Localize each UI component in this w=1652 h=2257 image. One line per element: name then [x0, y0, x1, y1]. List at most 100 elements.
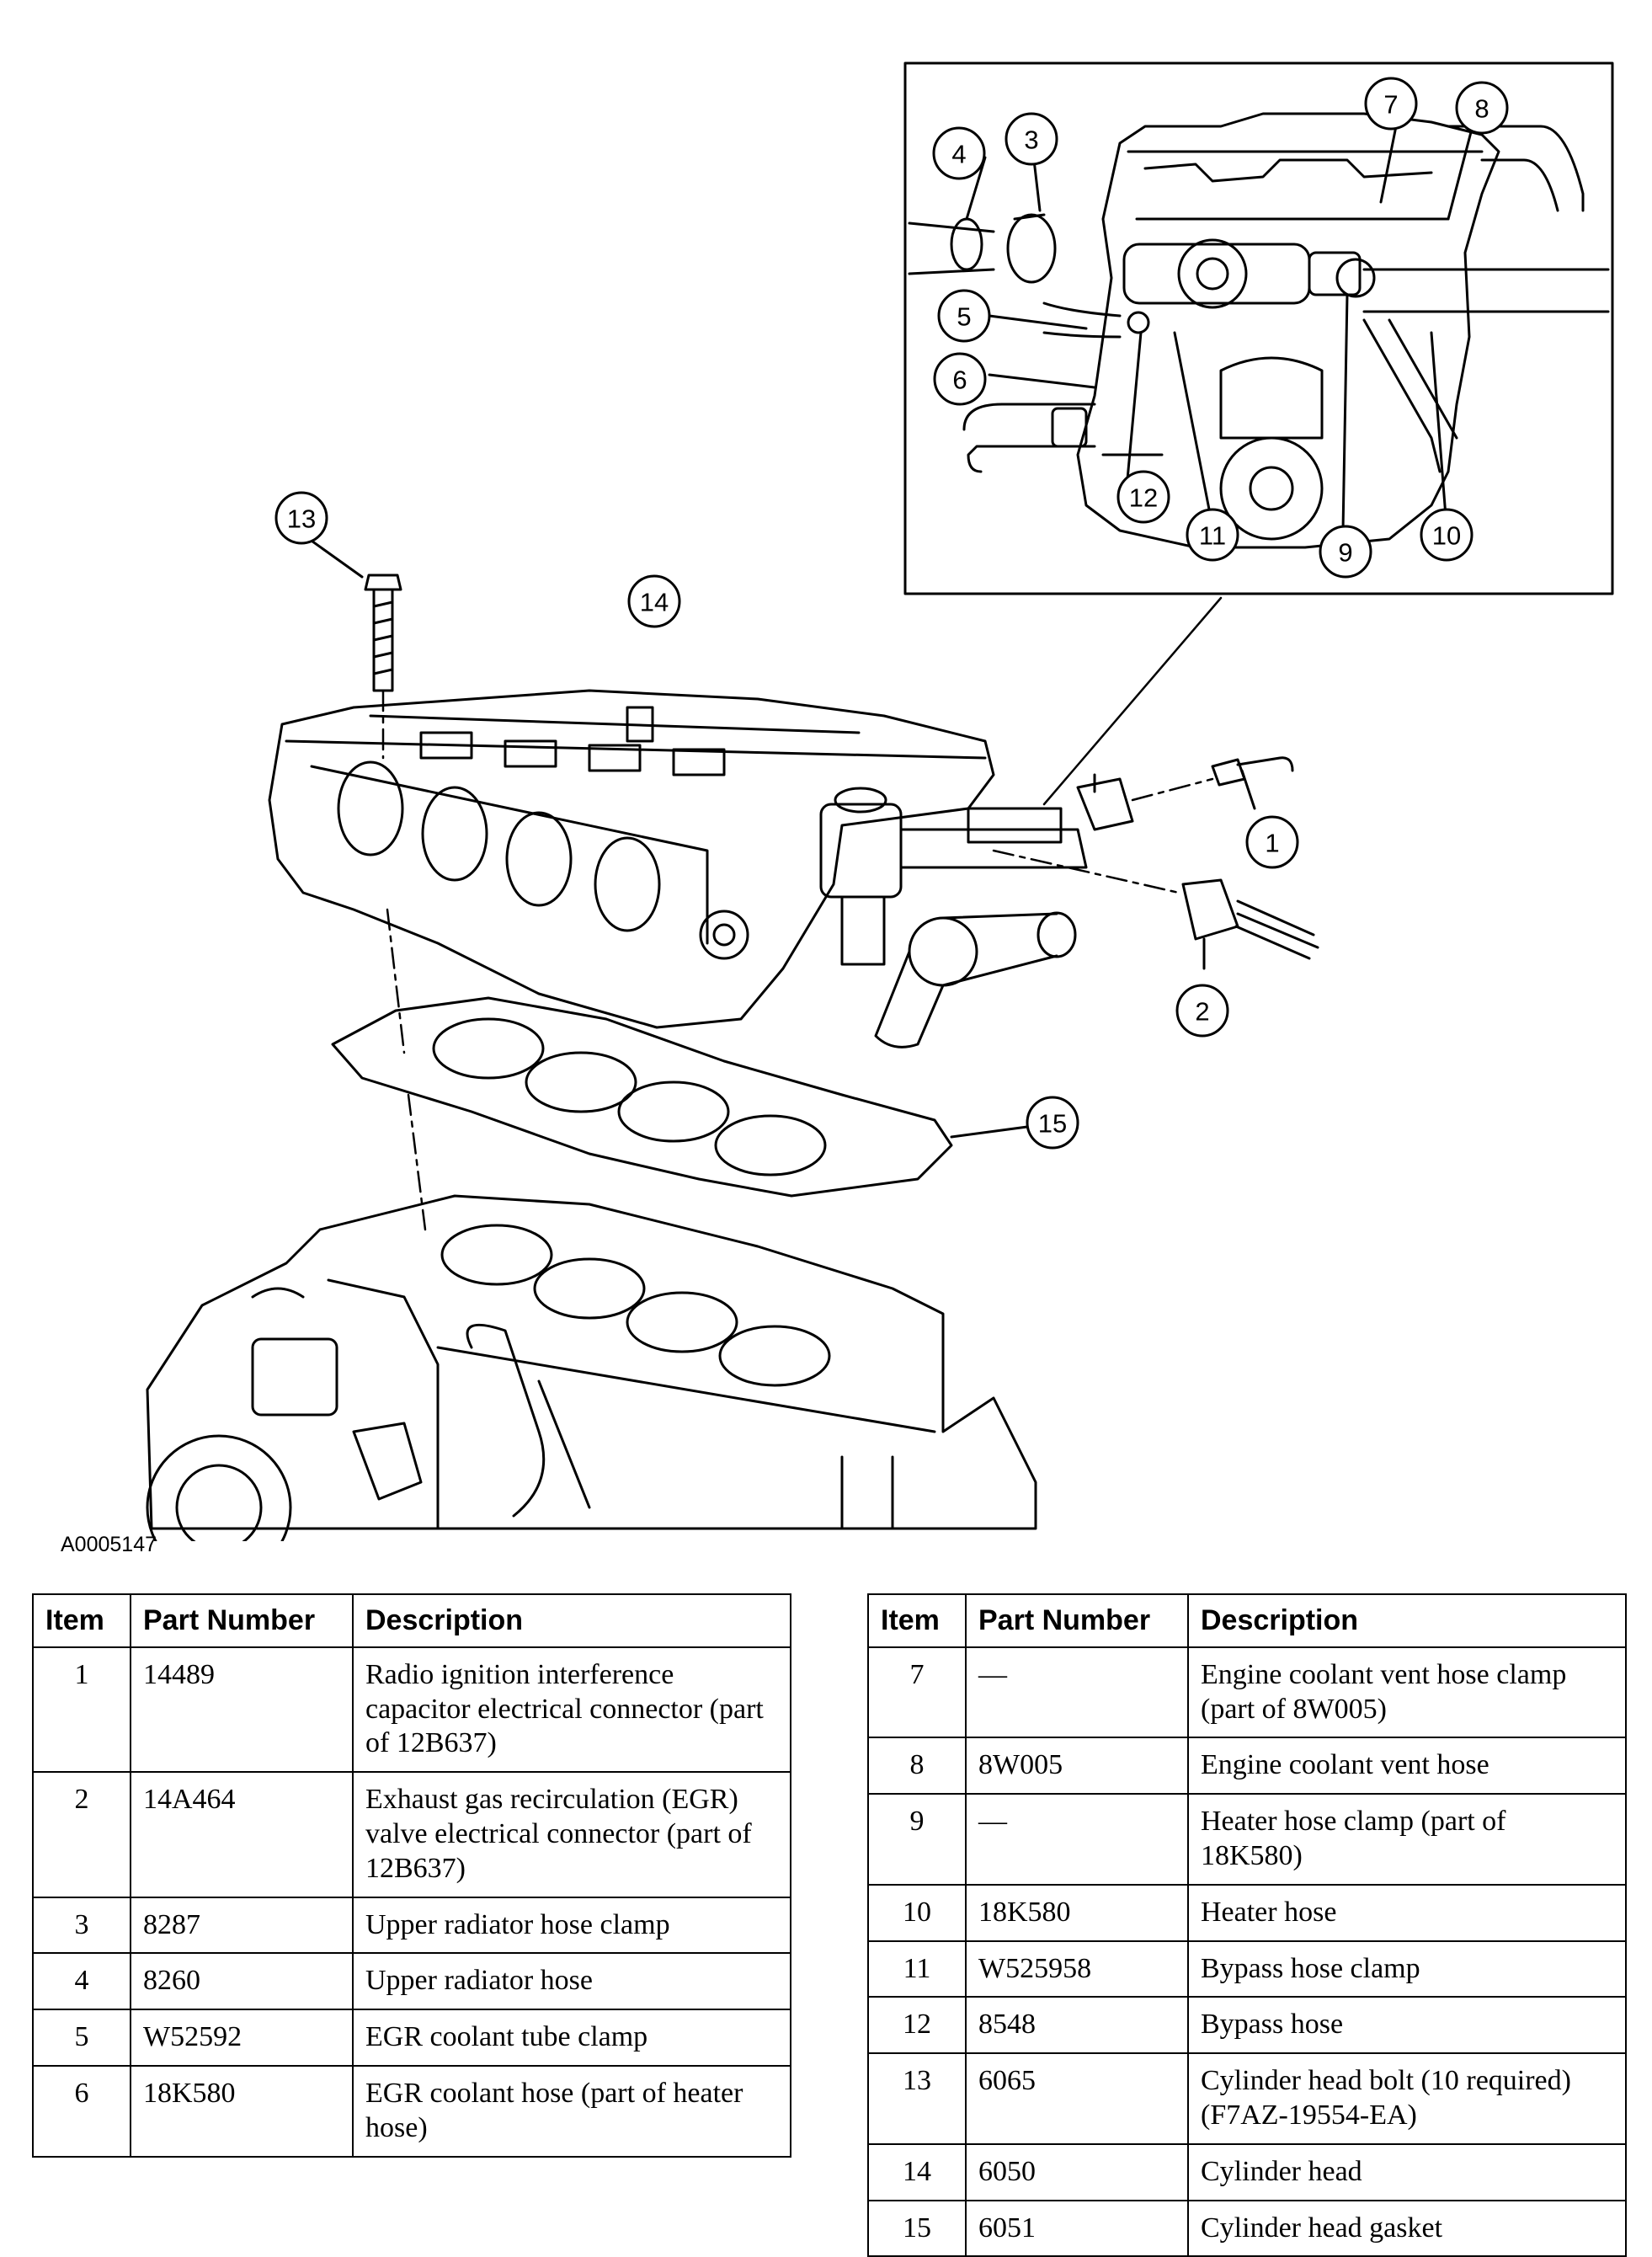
part-number-cell: 6065	[965, 2052, 1189, 2145]
description-cell: Heater hose clamp (part of 18K580)	[1187, 1793, 1627, 1886]
description-cell: Heater hose	[1187, 1883, 1627, 1942]
part-number-cell: 6050	[965, 2142, 1189, 2201]
table-header-row: Item Part Number Description	[32, 1593, 791, 1648]
description-cell: EGR coolant hose (part of heater hose)	[352, 2064, 791, 2158]
header-part-number: Part Number	[130, 1593, 354, 1648]
description-cell: Upper radiator hose	[352, 1952, 791, 2011]
item-cell: 3	[32, 1896, 131, 1955]
callout-5: 5	[957, 302, 971, 332]
exploded-view-diagram: 1 2 3 4 5 6 7 8 9 10 11 12 13 14 15	[146, 61, 1614, 1541]
callout-15: 15	[1038, 1109, 1067, 1139]
description-cell: Exhaust gas recirculation (EGR) valve el…	[352, 1771, 791, 1898]
header-item: Item	[867, 1593, 967, 1648]
part-number-cell: 14489	[130, 1646, 354, 1774]
cylinder-head-bolt	[301, 533, 402, 692]
table-header-row: Item Part Number Description	[867, 1593, 1627, 1648]
callout-circle-1	[1245, 815, 1299, 869]
callout-2: 2	[1195, 997, 1209, 1027]
part-number-cell: 8W005	[965, 1737, 1189, 1795]
callout-14: 14	[640, 588, 669, 617]
parts-table-right: Item Part Number Description 7—Engine co…	[867, 1593, 1627, 2257]
part-number-cell: 6051	[965, 2199, 1189, 2257]
callout-circle-11	[1186, 508, 1239, 562]
capacitor-connector	[1211, 756, 1294, 810]
part-number-cell: 18K580	[130, 2064, 354, 2158]
description-cell: Bypass hose clamp	[1187, 1940, 1627, 1998]
description-cell: Cylinder head	[1187, 2142, 1627, 2201]
callout-9: 9	[1338, 538, 1352, 568]
callout-circle-3	[1005, 112, 1058, 166]
header-item: Item	[32, 1593, 131, 1648]
callout-8: 8	[1474, 94, 1489, 124]
engine-block	[146, 1194, 1037, 1541]
part-number-cell: 8548	[965, 1996, 1189, 2055]
table-row: 7—Engine coolant vent hose clamp (part o…	[867, 1646, 1627, 1739]
description-cell: Upper radiator hose clamp	[352, 1896, 791, 1955]
callout-circle-10	[1420, 508, 1473, 562]
callout-4: 4	[951, 140, 966, 169]
callout-circle-8	[1455, 81, 1509, 135]
item-cell: 13	[867, 2052, 967, 2145]
item-cell: 14	[867, 2142, 967, 2201]
callout-1: 1	[1265, 829, 1279, 858]
callout-circle-4	[932, 126, 986, 180]
callout-circle-9	[1319, 525, 1372, 579]
header-description: Description	[352, 1593, 791, 1648]
description-cell: Bypass hose	[1187, 1996, 1627, 2055]
callout-7: 7	[1383, 90, 1398, 120]
item-cell: 5	[32, 2009, 131, 2067]
part-number-cell: W52592	[130, 2009, 354, 2067]
item-cell: 4	[32, 1952, 131, 2011]
item-cell: 11	[867, 1940, 967, 1998]
callout-6: 6	[952, 365, 967, 395]
description-cell: Cylinder head bolt (10 required) (F7AZ-1…	[1187, 2052, 1627, 2145]
callout-circle-5	[937, 289, 991, 343]
detail-inset	[903, 61, 1614, 595]
callout-circle-7	[1364, 77, 1418, 131]
description-cell: Radio ignition interference capacitor el…	[352, 1646, 791, 1774]
part-number-cell: 14A464	[130, 1771, 354, 1898]
description-cell: EGR coolant tube clamp	[352, 2009, 791, 2067]
item-cell: 10	[867, 1883, 967, 1942]
item-cell: 9	[867, 1793, 967, 1886]
item-cell: 8	[867, 1737, 967, 1795]
item-cell: 15	[867, 2199, 967, 2257]
callout-11: 11	[1199, 521, 1226, 551]
callout-12: 12	[1129, 483, 1158, 513]
cylinder-head	[268, 689, 1134, 1048]
callout-13: 13	[287, 504, 316, 534]
part-number-cell: 8260	[130, 1952, 354, 2011]
item-cell: 6	[32, 2064, 131, 2158]
description-cell: Engine coolant vent hose	[1187, 1737, 1627, 1795]
egr-valve-connector	[1181, 878, 1319, 970]
part-number-cell: —	[965, 1646, 1189, 1739]
callout-circle-14	[627, 574, 681, 628]
cylinder-head-gasket	[331, 996, 1029, 1198]
callout-10: 10	[1432, 521, 1461, 551]
table-row: 9—Heater hose clamp (part of 18K580)	[867, 1793, 1627, 1886]
item-cell: 7	[867, 1646, 967, 1739]
callout-circle-15	[1026, 1096, 1079, 1150]
figure-id: A0005147	[61, 1533, 157, 1556]
description-cell: Cylinder head gasket	[1187, 2199, 1627, 2257]
item-cell: 2	[32, 1771, 131, 1898]
callout-circle-13	[274, 491, 328, 545]
description-cell: Engine coolant vent hose clamp (part of …	[1187, 1646, 1627, 1739]
callout-circle-2	[1175, 984, 1229, 1038]
callout-3: 3	[1024, 125, 1038, 155]
part-number-cell: W525958	[965, 1940, 1189, 1998]
